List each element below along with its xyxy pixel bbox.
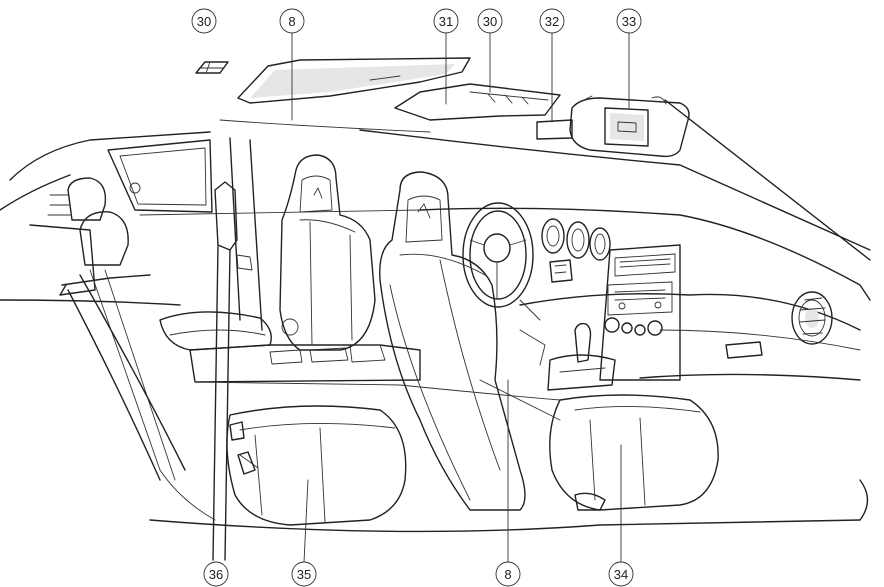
dash-switch-block <box>549 259 573 283</box>
callout-label: 33 <box>622 14 636 29</box>
sunroof-panel <box>237 57 471 104</box>
rear-side-window <box>107 139 213 213</box>
callout-36: 36 <box>203 561 229 587</box>
rear-right-headrest <box>79 211 129 266</box>
rear-seat-cushion <box>159 311 272 351</box>
callout-label: 31 <box>439 14 453 29</box>
callout-label: 30 <box>197 14 211 29</box>
gear-shift <box>547 322 616 391</box>
callout-30-right: 30 <box>477 8 503 93</box>
front-left-seat <box>279 154 376 351</box>
right-air-vent <box>791 291 833 345</box>
centre-stack-audio <box>599 244 681 381</box>
right-sunvisor-with-mirror <box>569 95 690 158</box>
callout-label: 32 <box>545 14 559 29</box>
vanity-mirror-panel <box>536 119 573 140</box>
callout-label: 36 <box>209 567 223 582</box>
front-driver-seat <box>379 171 719 511</box>
callout-8-bottom: 8 <box>495 379 521 587</box>
front-seat-belt <box>212 181 253 561</box>
callout-32: 32 <box>539 8 565 123</box>
callout-8-top: 8 <box>279 8 305 121</box>
callout-31: 31 <box>433 8 459 105</box>
callout-30-left: 30 <box>191 8 217 34</box>
steering-wheel <box>462 202 534 308</box>
callout-35: 35 <box>291 479 317 587</box>
callout-label: 8 <box>288 14 295 29</box>
callout-33: 33 <box>616 8 642 109</box>
glove-box-handle <box>725 341 763 359</box>
instrument-cluster <box>541 218 611 261</box>
callout-label: 35 <box>297 567 311 582</box>
rear-left-headrest <box>47 177 107 221</box>
seat-belt-buckle <box>229 421 256 475</box>
callout-label: 30 <box>483 14 497 29</box>
front-passenger-seat-cushion <box>226 405 407 526</box>
small-switch-part <box>195 61 229 74</box>
callout-label: 8 <box>504 567 511 582</box>
callout-label: 34 <box>614 567 628 582</box>
rear-seat-belt <box>29 224 176 481</box>
callout-34: 34 <box>608 444 634 587</box>
left-sunvisor <box>394 83 561 121</box>
